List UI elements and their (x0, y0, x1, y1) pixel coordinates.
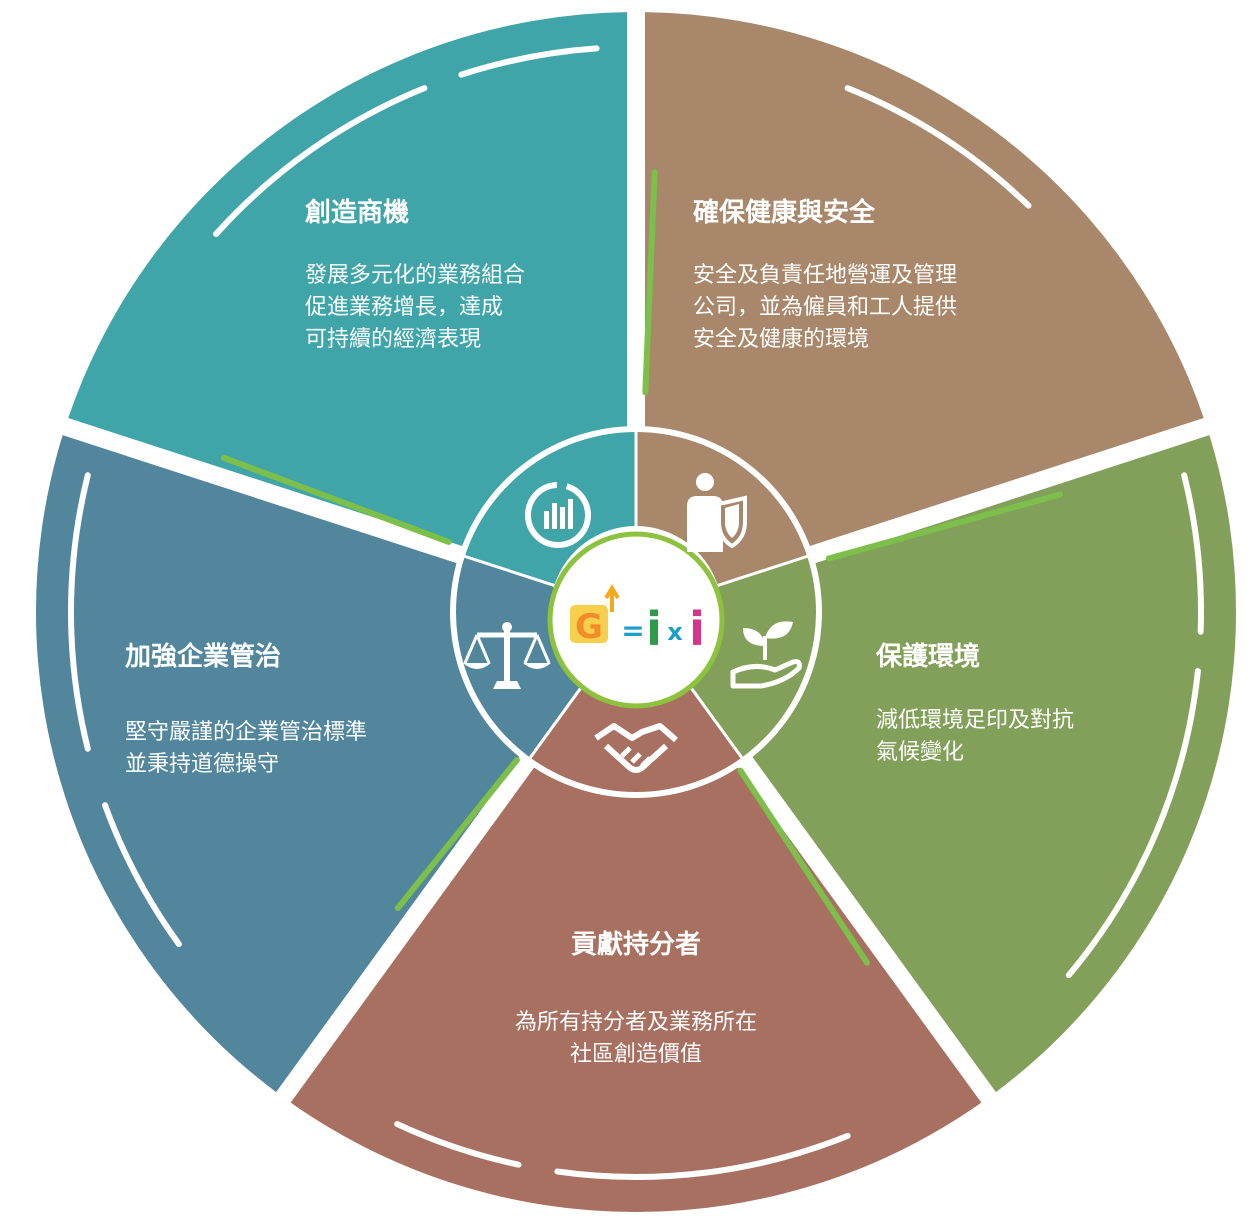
segment-desc-line: 堅守嚴謹的企業管治標準 (125, 720, 367, 745)
segment-desc-line: 氣候變化 (876, 740, 964, 765)
logo-g: G (575, 607, 603, 647)
segment-desc-line: 公司，並為僱員和工人提供 (693, 295, 957, 320)
divider-accent-line (642, 169, 658, 396)
segment-governance[interactable] (35, 435, 520, 1093)
decorative-arc (1181, 472, 1205, 635)
decorative-arc (1065, 668, 1201, 979)
decorative-arc (68, 472, 91, 752)
decorative-arcs (68, 45, 1205, 1180)
segment-desc-line: 減低環境足印及對抗 (876, 708, 1074, 733)
decorative-arc (102, 802, 182, 948)
divider-accent-lines (220, 169, 1064, 966)
logo-equals: = (621, 614, 644, 647)
logo-x: x (667, 618, 683, 646)
inner-segment-environment (687, 557, 817, 757)
decorative-arc (844, 85, 1032, 209)
segment-title: 保護環境 (875, 641, 980, 672)
logo-arrow-icon (604, 584, 620, 612)
plant-hand-icon (730, 621, 802, 689)
text-governance: 加強企業管治 堅守嚴謹的企業管治標準 並秉持道德操守 (125, 641, 367, 777)
segment-desc-line: 社區創造價值 (570, 1042, 702, 1067)
outer-segments (35, 12, 1236, 1213)
divider-accent-line (825, 491, 1064, 562)
segment-desc-line: 可持續的經濟表現 (305, 327, 481, 352)
segment-business-opportunities[interactable] (68, 12, 628, 547)
decorative-arc (554, 1132, 851, 1180)
segment-health-safety[interactable] (644, 12, 1204, 547)
person-shield-icon (687, 473, 747, 552)
inner-segment-governance (456, 557, 585, 757)
segment-desc-line: 為所有持分者及業務所在 (515, 1010, 757, 1035)
logo-i-1: i (646, 602, 662, 656)
decorative-arc (458, 45, 600, 78)
inner-segment-business-opportunities (465, 432, 635, 585)
gixi-logo: G = i x i (570, 584, 705, 656)
divider-accent-line (737, 767, 871, 966)
chart-icon (525, 482, 591, 548)
segment-title: 創造商機 (305, 197, 409, 228)
divider-accent-line (394, 757, 520, 912)
segment-desc-line: 並秉持道德操守 (125, 752, 279, 777)
segment-title: 加強企業管治 (125, 641, 281, 672)
center-circle (547, 531, 725, 709)
text-business-opportunities: 創造商機 發展多元化的業務組合 促進業務增長，達成 可持續的經濟表現 (305, 197, 525, 352)
segment-title: 確保健康與安全 (693, 197, 876, 228)
logo-g-background (570, 605, 608, 643)
scale-icon (463, 622, 551, 689)
decorative-arc (213, 85, 428, 237)
text-stakeholders: 貢獻持分者 為所有持分者及業務所在 社區創造價值 (515, 930, 757, 1067)
logo-i-2: i (689, 602, 705, 656)
segment-desc-line: 發展多元化的業務組合 (305, 263, 525, 288)
segment-title: 貢獻持分者 (571, 930, 701, 960)
handshake-icon (594, 723, 678, 773)
divider-accent-line (220, 454, 452, 545)
segment-desc-line: 促進業務增長，達成 (305, 295, 503, 320)
text-environment: 保護環境 減低環境足印及對抗 氣候變化 (875, 641, 1074, 765)
text-health-safety: 確保健康與安全 安全及負責任地營運及管理 公司，並為僱員和工人提供 安全及健康的… (693, 197, 957, 352)
segment-desc-line: 安全及健康的環境 (693, 327, 869, 352)
decorative-arc (394, 1121, 522, 1168)
segment-environment[interactable] (752, 435, 1236, 1093)
segment-desc-line: 安全及負責任地營運及管理 (693, 263, 957, 288)
